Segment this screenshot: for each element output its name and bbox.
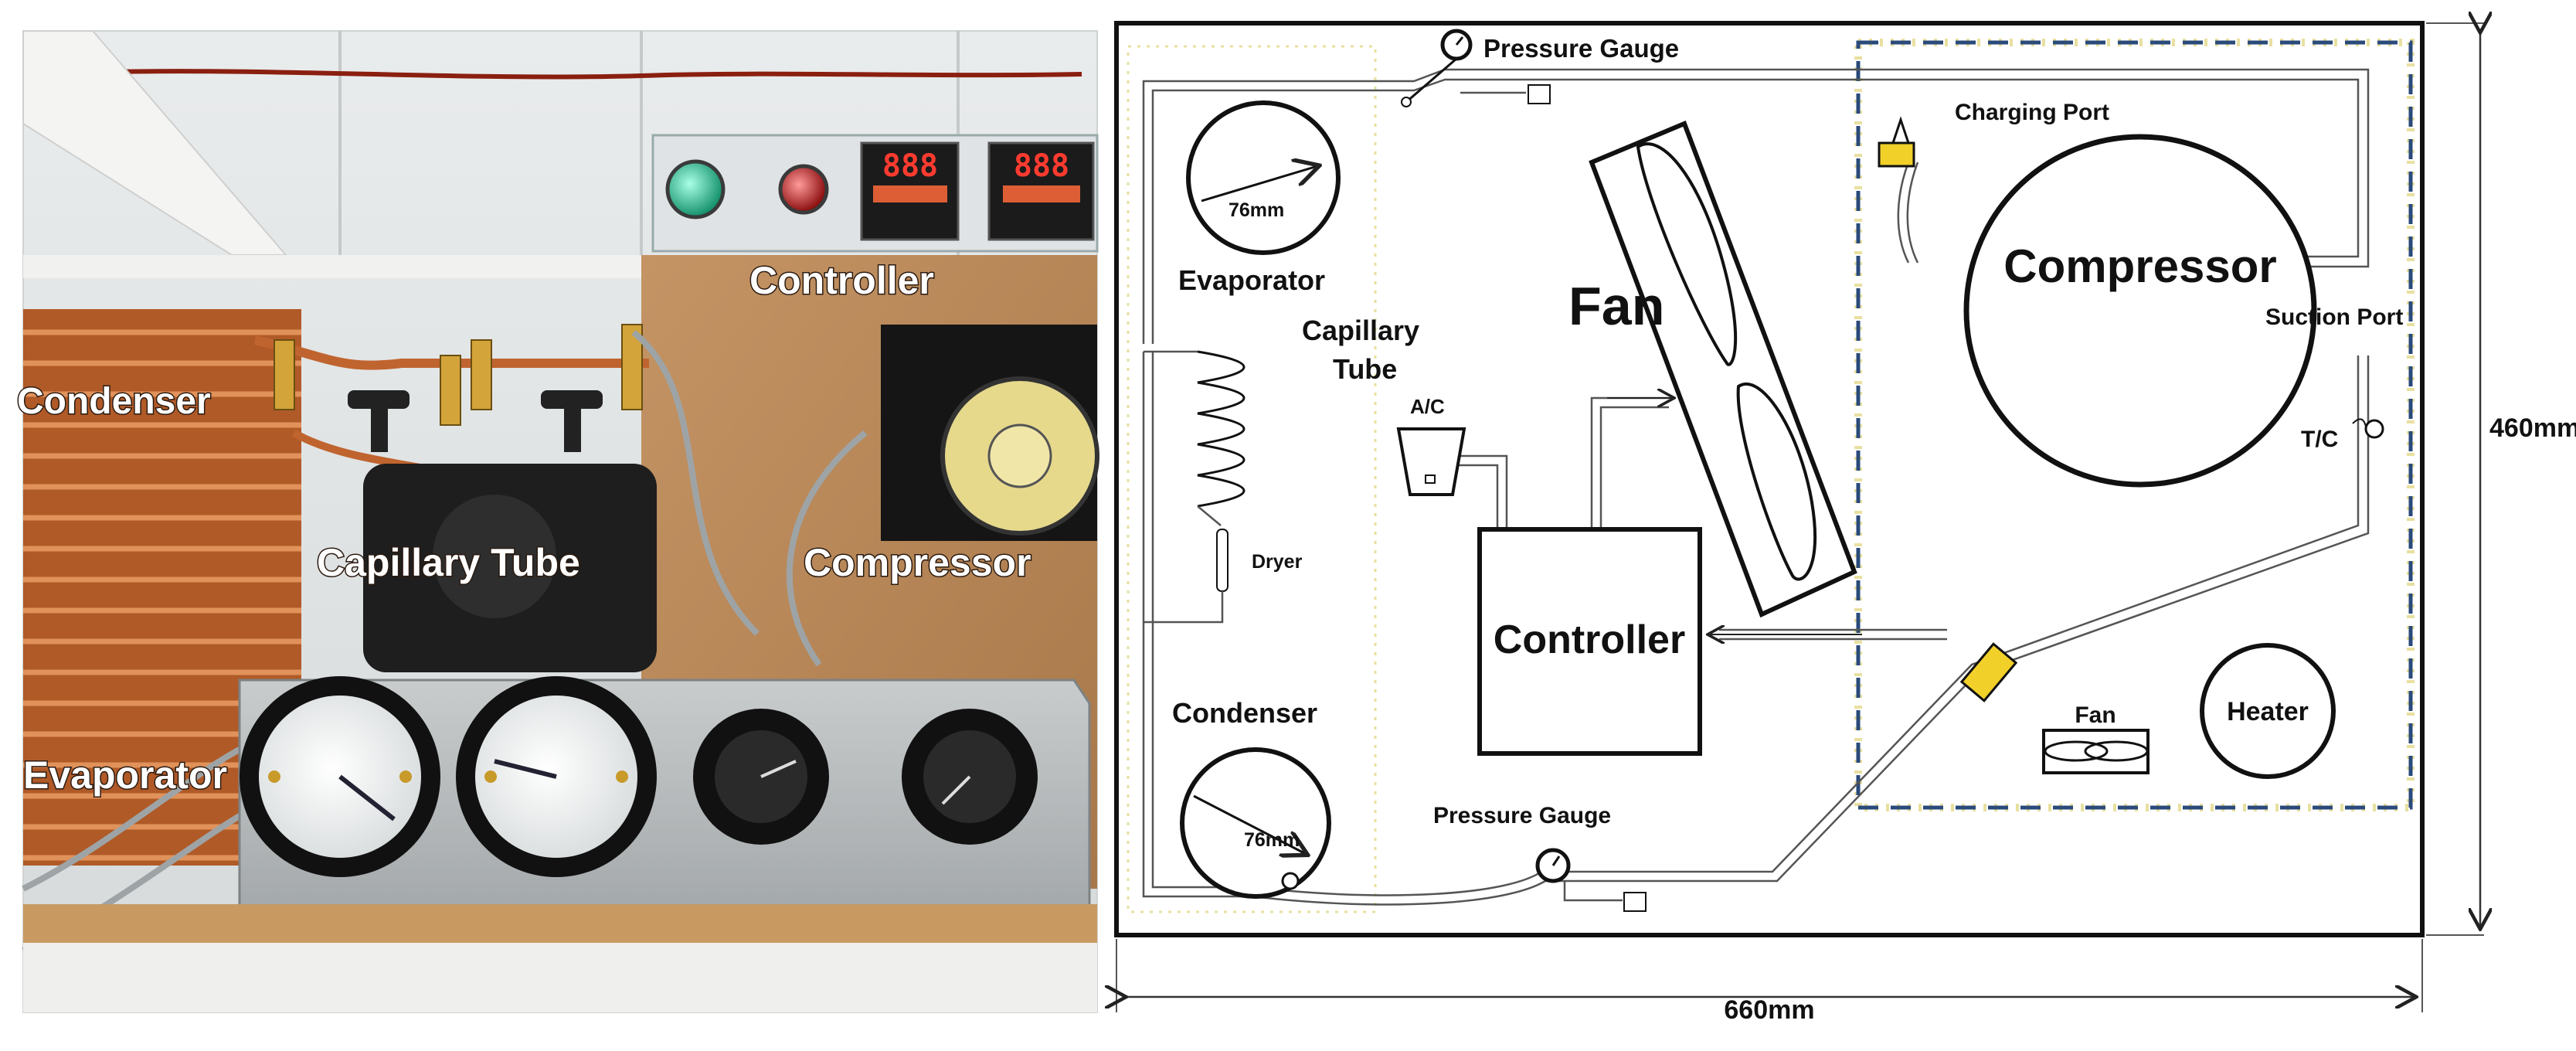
label-capillary: Capillary — [1302, 315, 1419, 346]
gauge-panel — [238, 679, 1091, 948]
display-2-value: 888 — [1014, 148, 1069, 184]
dryer-icon — [1216, 529, 1229, 592]
fan-icon — [1589, 121, 1857, 618]
photo-label-evaporator: Evaporator — [23, 753, 227, 797]
charging-port-icon — [1878, 141, 1915, 168]
thermometer-gauge-1 — [693, 709, 829, 845]
evaporator-icon — [1186, 100, 1341, 255]
label-dryer: Dryer — [1252, 551, 1303, 573]
frame-rail — [23, 255, 664, 278]
label-compressor: Compressor — [2003, 240, 2276, 292]
pressure-gauge-2 — [456, 676, 657, 877]
label-condenser-diameter: 76mm — [1244, 829, 1300, 851]
photo-panel: 888 888 — [16, 30, 1099, 1013]
label-suction-port: Suction Port — [2265, 304, 2403, 330]
label-tc: T/C — [2301, 427, 2338, 452]
label-heater: Heater — [2227, 697, 2309, 726]
wire — [69, 69, 1082, 80]
photo-label-condenser: Condenser — [17, 381, 211, 422]
label-pressure-gauge-bottom: Pressure Gauge — [1433, 803, 1611, 828]
thermocouple-icon — [2364, 419, 2384, 439]
photo-label-capillary-tube: Capillary Tube — [317, 541, 580, 584]
small-fan-icon — [2042, 729, 2149, 774]
service-valve — [274, 339, 295, 410]
controller-box — [1477, 527, 1702, 756]
green-lamp-icon — [665, 159, 726, 219]
condenser-icon — [1180, 747, 1331, 899]
label-ac: A/C — [1410, 395, 1445, 418]
dotted-outline — [1127, 45, 1377, 913]
label-small-fan: Fan — [2075, 702, 2116, 728]
capillary-coil-icon — [1197, 350, 1246, 508]
display-1-value: 888 — [882, 148, 938, 184]
compressor-box — [1856, 40, 2413, 810]
ac-sensor-icon — [1396, 427, 1466, 496]
label-width: 660mm — [1724, 995, 1814, 1025]
schematic-panel: Pressure Gauge 76mm Evaporator Capillary… — [1116, 23, 2576, 1025]
photo-label-compressor: Compressor — [804, 541, 1031, 584]
label-charging-port: Charging Port — [1955, 100, 2109, 125]
label-height: 460mm — [2489, 413, 2576, 443]
compressor-icon — [1963, 134, 2317, 488]
return-dryer-icon — [1959, 642, 2018, 702]
label-fan: Fan — [1568, 276, 1664, 336]
photo-label-controller: Controller — [749, 259, 934, 302]
label-controller: Controller — [1494, 617, 1685, 662]
thermometer-gauge-2 — [902, 709, 1038, 845]
label-tube: Tube — [1333, 353, 1397, 385]
label-evaporator-diameter: 76mm — [1229, 199, 1284, 221]
label-condenser: Condenser — [1172, 697, 1317, 729]
label-pressure-gauge-top: Pressure Gauge — [1483, 34, 1679, 63]
red-lamp-icon — [778, 164, 829, 215]
heater-icon — [2200, 643, 2336, 779]
pressure-gauge-1 — [240, 676, 440, 877]
label-evaporator: Evaporator — [1178, 264, 1325, 296]
